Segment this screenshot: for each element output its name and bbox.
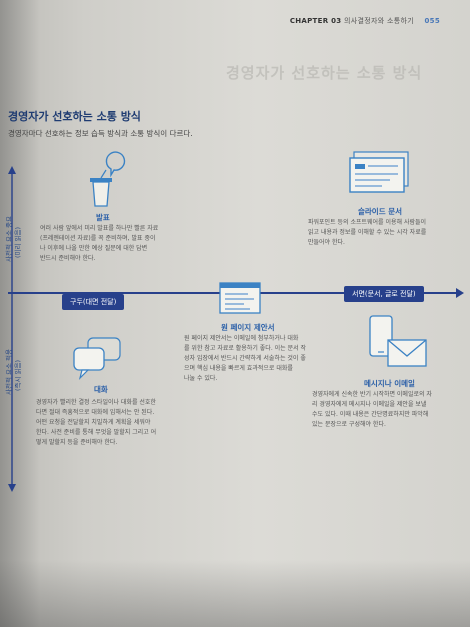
- section-label: 의사결정자와 소통하기: [344, 17, 414, 25]
- page-number: 055: [424, 17, 440, 25]
- slides-line: 읽고 내용과 정보를 이해할 수 있는 시각 자료를: [308, 229, 427, 236]
- conversation-line: 경영자가 빨리한 결정 스타일이나 대화를 선호한: [36, 399, 156, 406]
- one-page-text: 원 페이지 제안서는 이메일에 첨부하거나 대화 를 위한 참고 자료로 활용하…: [184, 334, 340, 384]
- written-pill: 서면(문서, 글로 전달): [344, 286, 424, 302]
- message-line: 있는 문장으로 구성해야 한다.: [312, 421, 386, 428]
- message-line: 수도 있다. 이때 내용은 간단명료하지만 파악해: [312, 411, 429, 418]
- speech-bubbles-icon: [73, 337, 121, 380]
- conversation-line: 떻게 말할지 등을 준비해야 한다.: [36, 439, 118, 446]
- one-page-line: 으며 핵심 내용을 빠르게 효과적으로 대화를: [184, 365, 293, 372]
- slides-line: 만들어야 한다.: [308, 239, 345, 246]
- page-subtitle: 경영자마다 선호하는 정보 습득 방식과 소통 방식이 다르다.: [8, 129, 193, 138]
- show-through-heading: 경영자가 선호하는 소통 방식: [226, 64, 423, 82]
- phone-and-envelope-icon: [369, 315, 427, 367]
- presentation-line: 여러 사람 앞에서 미리 발표를 하나만 빨른 자료: [40, 225, 159, 232]
- document-icon: [219, 282, 261, 314]
- conversation-line: 어떤 요청을 전달할지 치밀하게 계획을 세워야: [36, 419, 151, 426]
- page-curve-shadow: [0, 0, 40, 627]
- message-text: 경영자에게 신속한 반기 시작하면 이메일로의 자 리 경영자에게 메시지나 이…: [312, 390, 468, 430]
- oral-pill: 구두(대면 전달): [62, 294, 125, 310]
- axis-top-label: 사전적 요소 중요: [5, 216, 13, 262]
- conversation-line: 한다. 사전 준비를 통해 무엇을 말할지 그리고 어: [36, 429, 157, 436]
- one-page-line: 나눌 수 있다.: [184, 375, 218, 382]
- chapter-label: CHAPTER 03: [289, 17, 342, 25]
- one-page-line: 성자 입장에서 반드시 간략하게 서술하는 것이 좋: [184, 355, 306, 362]
- presentation-line: (프레젠테이션 자료)를 꼭 준비하며, 발표 중이: [40, 235, 156, 242]
- slides-text: 파워포인트 등의 소프트웨어를 이용해 사람들이 읽고 내용과 정보를 이해할 …: [308, 218, 468, 248]
- presentation-line: 나 이후에 나올 만한 예상 질문에 대한 답변: [40, 245, 148, 252]
- one-page-heading: 원 페이지 제안서: [221, 323, 275, 332]
- vertical-axis-arrow: [8, 166, 16, 492]
- axis-bottom-label: 사전적 요소 적용: [5, 349, 13, 395]
- conversation-text: 경영자가 빨리한 결정 스타일이나 대화를 선호한 다면 절대 즉흥적으로 대화…: [36, 398, 186, 448]
- message-line: 리 경영자에게 메시지나 이메일을 제안을 보낼: [312, 401, 427, 408]
- one-page-line: 를 위한 참고 자료로 활용하기 좋다. 이는 문서 작: [184, 345, 307, 352]
- slides-icon: [349, 151, 409, 193]
- running-header: CHAPTER 03 의사결정자와 소통하기 055: [290, 16, 440, 26]
- page-title: 경영자가 선호하는 소통 방식: [8, 110, 141, 123]
- presentation-heading: 발표: [96, 213, 110, 222]
- slides-heading: 슬라이드 문서: [358, 207, 403, 216]
- axis-top-sublabel: (미리 읽음): [14, 226, 22, 258]
- presentation-text: 여러 사람 앞에서 미리 발표를 하나만 빨른 자료 (프레젠테이션 자료)를 …: [40, 224, 188, 264]
- slides-line: 파워포인트 등의 소프트웨어를 이용해 사람들이: [308, 219, 427, 226]
- conversation-heading: 대화: [94, 385, 108, 394]
- presentation-line: 반드시 준비해야 한다.: [40, 255, 96, 262]
- message-line: 경영자에게 신속한 반기 시작하면 이메일로의 자: [312, 391, 432, 398]
- horizontal-axis-arrowhead: [456, 288, 464, 298]
- conversation-line: 다면 절대 즉흥적으로 대화에 임해서는 안 된다.: [36, 409, 155, 416]
- axis-bottom-sublabel: (즉시 읽음): [14, 359, 22, 391]
- bottom-shadow: [0, 560, 470, 627]
- message-heading: 메시지나 이메일: [364, 379, 415, 388]
- one-page-line: 원 페이지 제안서는 이메일에 첨부하거나 대화: [184, 335, 299, 342]
- podium-icon: [90, 151, 126, 207]
